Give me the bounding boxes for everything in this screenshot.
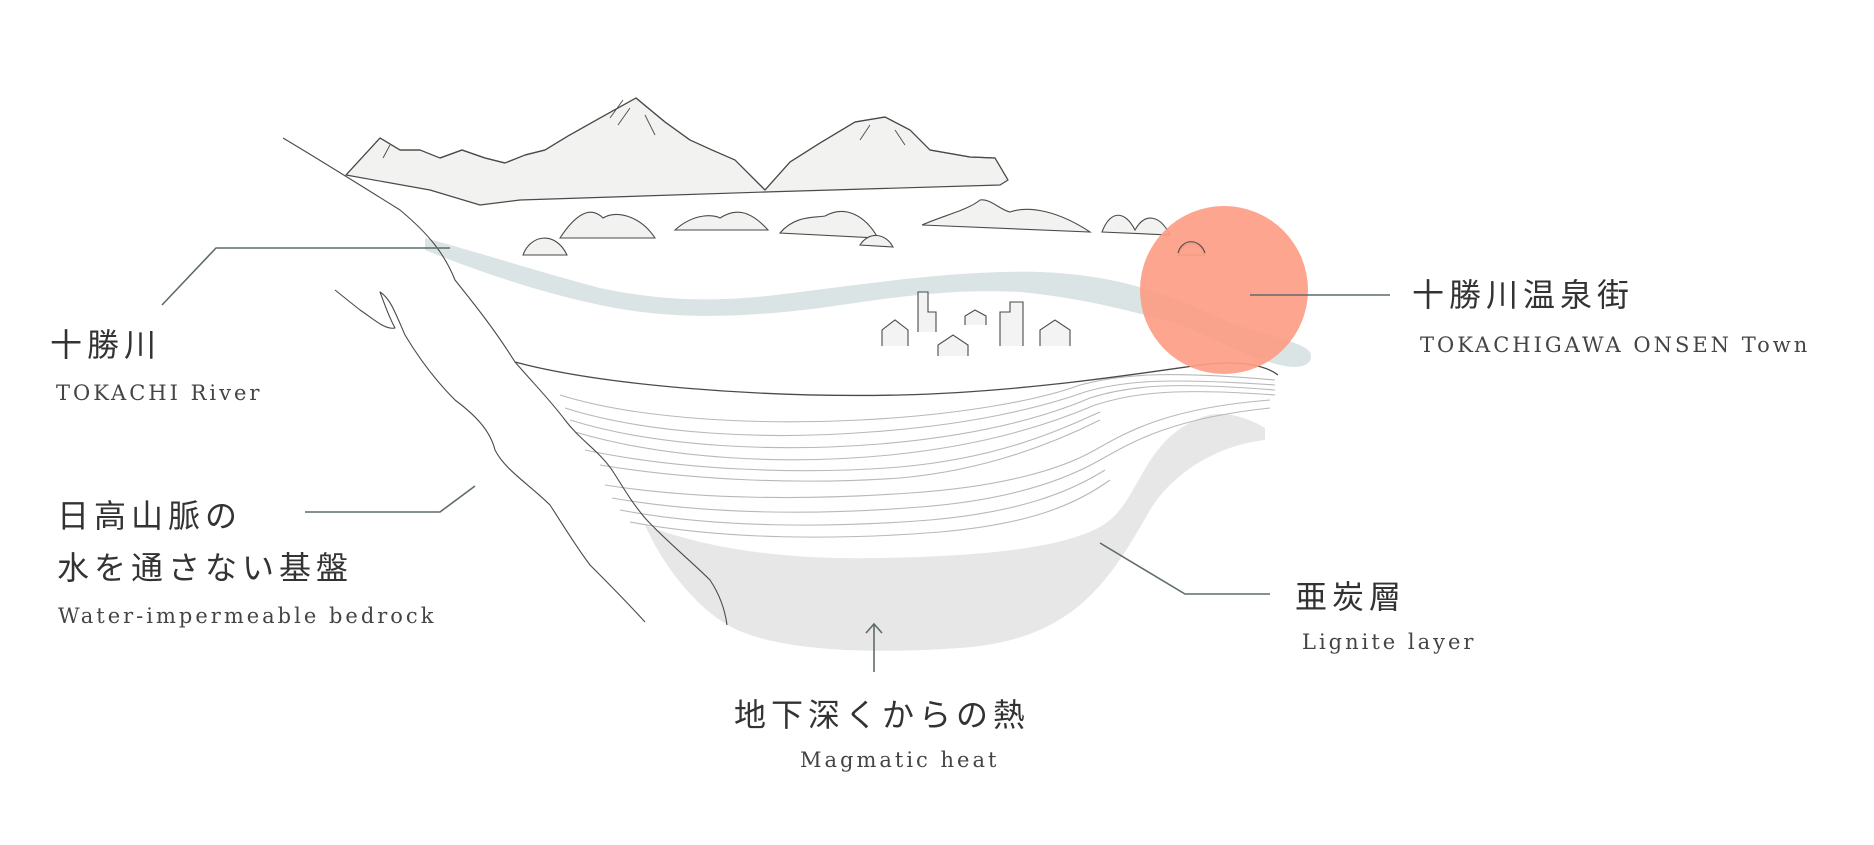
peak-detail xyxy=(382,99,906,159)
stratum-line xyxy=(611,407,1271,513)
bedrock-leader-line xyxy=(305,485,476,513)
ground-surface xyxy=(514,361,1279,397)
town-buildings xyxy=(881,291,1071,356)
river-label-en: TOKACHI River xyxy=(56,381,263,405)
foothill xyxy=(859,234,894,248)
cliff-inner-line xyxy=(334,289,646,623)
foothill xyxy=(673,211,770,231)
strata-lines xyxy=(559,374,1276,538)
house-icon xyxy=(937,334,969,356)
heat-arrow-head xyxy=(865,622,883,634)
leader-lines xyxy=(161,247,1390,672)
stratum-line xyxy=(604,399,1271,499)
stratum-line xyxy=(559,374,1276,423)
house-icon xyxy=(1039,319,1071,346)
stratum-line xyxy=(599,419,1101,482)
foothill xyxy=(522,237,568,256)
stratum-line xyxy=(574,391,1276,461)
lignite-layer xyxy=(645,414,1265,651)
foothills xyxy=(522,199,1206,256)
mountain-range xyxy=(345,97,1009,206)
lignite-leader-line xyxy=(1099,542,1270,595)
town-label-jp: 十勝川温泉街 xyxy=(1412,276,1635,314)
bedrock-label-jp-line1: 日高山脈の xyxy=(57,497,243,535)
onsen-sun xyxy=(1140,206,1308,374)
mountain-ridge xyxy=(345,97,1009,191)
river-label-jp: 十勝川 xyxy=(50,326,162,364)
foothill xyxy=(1101,214,1171,236)
lignite-label-en: Lignite layer xyxy=(1302,630,1477,654)
lignite-label-jp: 亜炭層 xyxy=(1295,578,1407,616)
cliff-outer-line xyxy=(282,137,728,626)
stratum-line xyxy=(564,380,1276,437)
river-leader-line xyxy=(161,247,450,306)
foothill xyxy=(921,199,1092,233)
bedrock-label-en: Water-impermeable bedrock xyxy=(58,604,437,628)
stratum-line xyxy=(619,469,1106,526)
tokachi-river xyxy=(425,238,1311,367)
stratum-line xyxy=(584,411,1101,472)
tower-icon xyxy=(999,301,1024,346)
heat-label-en: Magmatic heat xyxy=(800,748,1000,772)
stratum-line xyxy=(629,479,1111,538)
stratum-line xyxy=(569,385,1276,449)
foothill xyxy=(558,211,657,239)
heat-label-jp: 地下深くからの熱 xyxy=(734,696,1031,734)
bedrock-cliff xyxy=(282,137,728,626)
bedrock-label-jp-line2: 水を通さない基盤 xyxy=(57,549,354,587)
house-icon xyxy=(964,309,987,325)
foothill xyxy=(778,211,879,239)
small-peak-icon xyxy=(1177,241,1206,254)
far-mountains xyxy=(345,97,1009,206)
town-label-en: TOKACHIGAWA ONSEN Town xyxy=(1420,333,1811,357)
house-icon xyxy=(881,319,909,346)
tower-icon xyxy=(917,291,937,332)
